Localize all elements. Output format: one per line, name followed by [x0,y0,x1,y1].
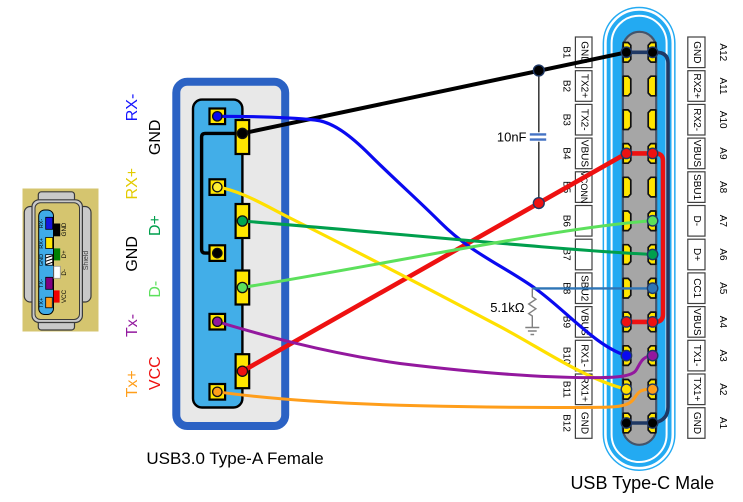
svg-text:TX2-: TX2- [578,109,589,131]
svg-text:B9: B9 [561,316,572,329]
svg-text:RX1+: RX1+ [578,377,589,402]
svg-text:RX+: RX+ [39,238,45,249]
svg-text:RX-: RX- [124,94,141,122]
svg-text:B6: B6 [561,215,572,228]
svg-text:SBU1: SBU1 [691,174,702,201]
svg-text:CC1: CC1 [691,278,702,298]
svg-text:A2: A2 [717,383,728,396]
svg-text:5.1kΩ: 5.1kΩ [490,300,525,315]
svg-text:RX-: RX- [39,219,45,229]
svg-text:A5: A5 [717,282,728,295]
svg-text:B2: B2 [561,80,572,93]
svg-text:A12: A12 [717,43,728,61]
svg-text:GND: GND [578,41,589,63]
svg-text:Tx+: Tx+ [124,370,141,397]
svg-text:D-: D- [691,216,702,227]
svg-text:D+: D+ [691,248,702,261]
svg-text:TX+: TX+ [39,298,45,308]
svg-text:B4: B4 [561,147,572,160]
svg-text:A10: A10 [717,111,728,129]
svg-text:GND: GND [691,412,702,434]
svg-text:A9: A9 [717,147,728,160]
svg-text:A1: A1 [717,417,728,430]
svg-text:TX-: TX- [39,279,45,288]
svg-text:VCONN: VCONN [579,171,589,204]
svg-text:10nF: 10nF [497,130,527,145]
svg-text:B10: B10 [561,347,572,365]
svg-text:RX2-: RX2- [691,108,702,131]
svg-text:TX2+: TX2+ [578,74,589,98]
svg-text:RX1-: RX1- [578,344,589,367]
svg-text:USB Type-C Male: USB Type-C Male [570,473,714,493]
svg-text:B3: B3 [561,114,572,127]
svg-text:B11: B11 [561,381,572,398]
svg-text:B7: B7 [561,248,572,261]
svg-text:GND: GND [578,412,589,434]
svg-text:RX+: RX+ [124,168,141,200]
svg-text:D-: D- [147,281,164,298]
svg-text:GND: GND [39,254,45,266]
svg-text:VCC: VCC [61,289,68,303]
svg-text:D+: D+ [61,250,68,258]
svg-text:TX1-: TX1- [691,345,702,367]
svg-text:A8: A8 [717,181,728,194]
svg-text:A4: A4 [717,316,728,329]
svg-text:GND: GND [124,236,141,272]
svg-text:GND: GND [61,222,68,236]
svg-text:Shield: Shield [83,251,90,271]
svg-text:GND: GND [691,41,702,63]
svg-text:TX1+: TX1+ [691,377,702,401]
svg-text:GND: GND [147,120,164,156]
svg-text:VBUS: VBUS [578,140,589,168]
svg-text:A11: A11 [717,77,728,94]
svg-text:USB3.0 Type-A Female: USB3.0 Type-A Female [146,449,323,468]
svg-text:VCC: VCC [147,356,164,390]
svg-text:Tx-: Tx- [124,314,141,337]
svg-text:D+: D+ [147,215,164,236]
svg-text:VBUS: VBUS [691,308,702,336]
svg-text:D-: D- [61,269,68,276]
svg-text:A3: A3 [717,349,728,362]
svg-text:RX2+: RX2+ [691,73,702,98]
svg-text:B1: B1 [561,46,572,59]
svg-text:VBUS: VBUS [578,308,589,336]
svg-text:A7: A7 [717,215,728,228]
svg-text:VBUS: VBUS [691,140,702,168]
svg-text:B12: B12 [561,414,572,432]
svg-text:A6: A6 [717,248,728,261]
